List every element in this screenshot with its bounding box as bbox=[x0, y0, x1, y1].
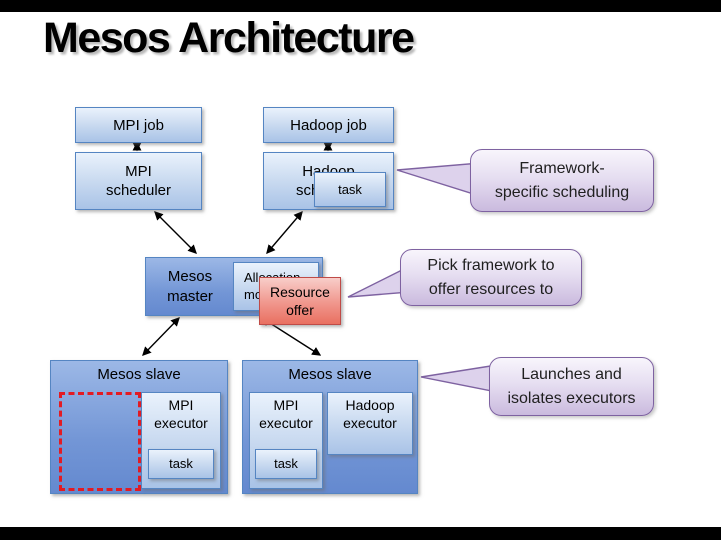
pick-framework-line1: Pick framework to bbox=[427, 257, 555, 275]
mpi-scheduler-line1: MPI bbox=[125, 162, 152, 180]
mesos-slave-right-label: Mesos slave bbox=[288, 366, 372, 383]
mpi-executor-left-box: MPI executor task bbox=[141, 392, 221, 489]
mpi-executor-left-line2: executor bbox=[154, 415, 208, 432]
scheduler-task-box: task bbox=[314, 172, 386, 207]
pick-framework-line2: offer resources to bbox=[428, 280, 554, 298]
mesos-slave-left-label: Mesos slave bbox=[97, 366, 181, 383]
mpi-executor-left-task-box: task bbox=[148, 449, 214, 479]
arrow-hadoopscheduler-master bbox=[266, 210, 303, 255]
mpi-executor-right-task-label: task bbox=[274, 455, 298, 471]
mpi-executor-right-line2: executor bbox=[259, 415, 313, 432]
mesos-master-line1: Mesos bbox=[167, 268, 213, 285]
launches-callout-pointer bbox=[420, 364, 498, 393]
mpi-executor-left-line1: MPI bbox=[168, 397, 194, 413]
arrow-master-slaveleft bbox=[142, 317, 180, 356]
pick-framework-callout: Pick framework to offer resources to bbox=[400, 249, 582, 306]
hadoop-executor-line1: Hadoop bbox=[345, 397, 395, 413]
mpi-job-label: MPI job bbox=[113, 116, 164, 134]
mesos-slave-left-box: Mesos slave MPI executor task bbox=[50, 360, 228, 494]
framework-specific-line1: Framework- bbox=[519, 160, 605, 178]
hadoop-job-box: Hadoop job bbox=[263, 107, 394, 143]
mpi-scheduler-box: MPI scheduler bbox=[75, 152, 202, 210]
launches-line1: Launches and bbox=[521, 366, 622, 384]
framework-specific-callout: Framework- specific scheduling bbox=[470, 149, 654, 212]
mpi-executor-left-task-label: task bbox=[169, 455, 193, 471]
framework-callout-pointer bbox=[396, 162, 481, 197]
mpi-scheduler-label: MPI scheduler bbox=[106, 162, 171, 201]
empty-executor-dashed-placeholder bbox=[59, 392, 141, 491]
framework-specific-line2: specific scheduling bbox=[494, 183, 630, 201]
resource-offer-label: Resource offer bbox=[270, 283, 330, 318]
launches-line2: isolates executors bbox=[507, 389, 636, 407]
hadoop-executor-line2: executor bbox=[343, 415, 397, 432]
hadoop-job-label: Hadoop job bbox=[290, 116, 367, 134]
letterbox-top bbox=[0, 0, 721, 12]
mpi-executor-right-task-box: task bbox=[255, 449, 317, 479]
mpi-executor-right-line1: MPI bbox=[273, 397, 299, 413]
mesos-slave-right-box: Mesos slave MPI executor task Hadoop exe… bbox=[242, 360, 418, 494]
mpi-job-box: MPI job bbox=[75, 107, 202, 143]
mpi-scheduler-line2: scheduler bbox=[105, 182, 172, 199]
scheduler-task-label: task bbox=[338, 182, 362, 197]
arrow-mpischeduler-master bbox=[154, 211, 197, 254]
letterbox-bottom bbox=[0, 527, 721, 540]
slide-title: Mesos Architecture bbox=[43, 14, 415, 62]
launches-callout: Launches and isolates executors bbox=[489, 357, 654, 416]
resource-offer-box: Resource offer bbox=[259, 277, 341, 325]
mpi-executor-right-box: MPI executor task bbox=[249, 392, 323, 489]
hadoop-executor-box: Hadoop executor bbox=[327, 392, 413, 455]
mesos-master-line2: master bbox=[167, 287, 213, 305]
mesos-master-label: Mesos master bbox=[146, 258, 234, 315]
